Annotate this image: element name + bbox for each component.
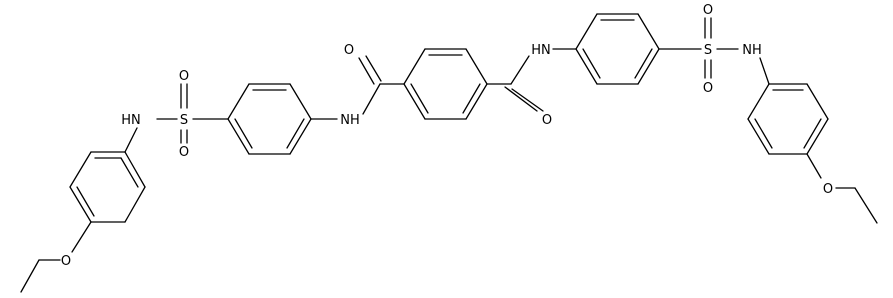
left-sulfur-label: S xyxy=(180,113,188,128)
left-central-phenyl-ring xyxy=(227,83,312,155)
left-sulfonyl-oxygen-top-label: O xyxy=(179,69,189,84)
right-ethoxy-group xyxy=(806,153,878,224)
right-amide xyxy=(486,48,577,112)
left-carbonyl-oxygen-label: O xyxy=(344,43,354,58)
right-ether-oxygen-label: O xyxy=(823,182,833,197)
left-amide xyxy=(310,55,405,120)
right-central-phenyl-ring xyxy=(575,13,660,85)
right-ethoxyphenyl-ring xyxy=(747,83,829,155)
bonds xyxy=(20,13,878,293)
right-sulfonamide xyxy=(658,17,770,85)
left-ether-oxygen-label: O xyxy=(61,254,71,269)
right-sulfur-label: S xyxy=(704,43,712,58)
left-ethoxy-group xyxy=(20,221,92,293)
right-amide-nh-label: HN xyxy=(531,43,551,58)
left-ethoxyphenyl-ring xyxy=(69,151,146,223)
left-amide-nh-label: NH xyxy=(340,113,360,128)
atom-labels: HN S O O O NH O O HN S O O NH O xyxy=(61,3,833,269)
left-sulfonamide-nh-label: HN xyxy=(121,113,141,128)
terephthaloyl-core-ring xyxy=(403,48,488,120)
left-sulfonamide xyxy=(124,83,229,153)
right-sulfonyl-oxygen-bottom-label: O xyxy=(703,81,713,96)
right-carbonyl-oxygen-label: O xyxy=(542,113,552,128)
right-sulfonamide-nh-label: NH xyxy=(742,43,762,58)
left-sulfonyl-oxygen-bottom-label: O xyxy=(179,145,189,160)
right-sulfonyl-oxygen-top-label: O xyxy=(703,3,713,18)
